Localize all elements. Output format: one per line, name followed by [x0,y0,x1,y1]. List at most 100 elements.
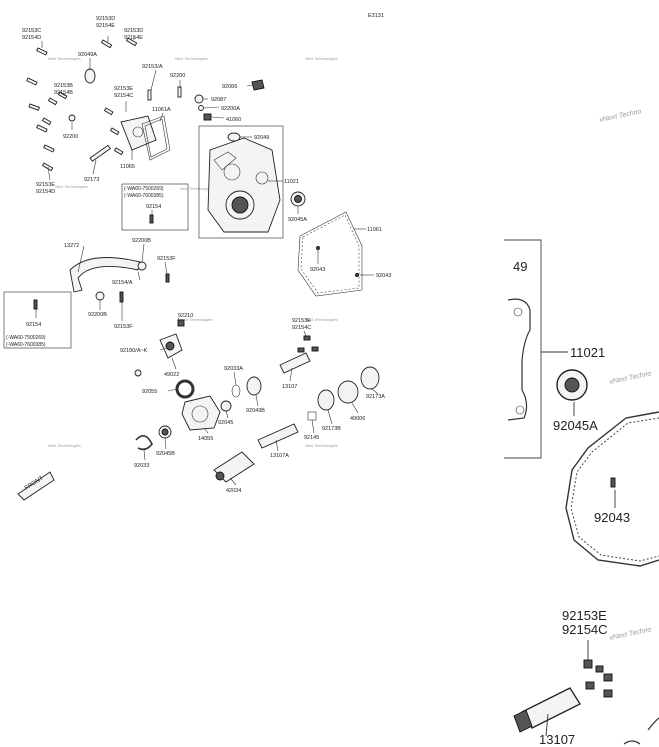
gasket-11061a [141,115,171,161]
plate-hole [132,126,144,138]
plate-11065 [120,115,157,151]
watermark-text: Next Technologies [180,317,213,322]
part-label: 92154D [22,35,41,41]
gasket-inner [144,118,168,158]
watermark-text: Next Technologies [48,443,81,448]
part-label: 11021 [284,179,299,185]
part-label: 13272 [64,243,79,249]
zoom-label: 92043 [594,510,630,525]
part-label: 92153D [96,16,115,22]
part-label: (-WA60-7500269) [6,335,46,341]
part-label: 92173B [322,426,341,432]
part-label: 92049 [254,135,269,141]
leader-lines [35,36,379,486]
diagram-code: E3131 [368,13,384,19]
watermark-text: Next Technologies [305,56,338,61]
upper-fittings [194,79,265,121]
watermark-text: Next Technologies [48,56,81,61]
part-label: 92153B [54,83,73,89]
part-label: 92033A [224,366,243,372]
zoom-label: 92154C [562,622,608,637]
part-label: 92049B [246,408,265,414]
part-label: (-WA60-7500269) [124,186,164,192]
watermark-text: Next Technologies [55,184,88,189]
part-label: 92153D [124,28,143,34]
watermark-text: Next Technologies [175,56,208,61]
part-label: 92045B [156,451,175,457]
zoom-label: 11021 [570,345,605,360]
part-label: 92173A [366,394,385,400]
part-label: 92154E [124,35,143,41]
part-label: 92153E [114,86,133,92]
part-label: 13107A [270,453,289,459]
pin-92043 [316,246,320,250]
bolt-part [26,37,182,172]
part-label: 11061A [152,107,171,113]
small-bolts-group [26,37,182,172]
plug-92087 [194,94,204,104]
cover-box [198,125,284,239]
washer [68,114,76,122]
part-label: 92153F [157,256,176,262]
watermark-text: Next Technologies [305,317,338,322]
zoom-label: 13107 [539,732,575,747]
part-label: 92210 [178,313,193,319]
part-label: 92154C [292,325,311,331]
part-label: 92154 [26,322,41,328]
part-label: 92154E [96,23,115,29]
part-label: 92043 [376,273,391,279]
part-label: 92033 [134,463,149,469]
part-label: 41060 [226,117,241,123]
part-label: 92045 [218,420,233,426]
watermark-zoom: vNext Techno [609,370,652,386]
part-label: 92200A [221,106,240,112]
watermark-zoom: vNext Techno [599,108,642,124]
sensor-41060 [203,113,212,121]
zoom-label: 92153E [562,608,607,623]
part-label: 92153/A [142,64,163,70]
part-label: 92154/A [112,280,133,286]
part-label: 92200B [88,312,107,318]
middle-assembly [134,319,380,483]
front-arrow: FRONT [17,471,55,501]
part-label: 92154D [36,189,55,195]
washer-92200a [198,105,204,111]
part-label: 92066 [222,84,237,90]
variant-box-1 [121,183,189,231]
gasket-11061 [297,211,363,297]
seal-92049a [84,68,96,84]
part-label: 11065 [120,164,135,170]
crankcase-cover-11021 [207,132,281,233]
part-label: 92049A [78,52,97,58]
fitting-92066 [251,79,265,91]
part-label: 92055 [142,389,157,395]
watermark-zoom: vNext Techno [609,626,652,642]
variant-box-2 [3,291,72,349]
bolt-92154 [149,214,154,224]
part-label: 92200 [170,73,185,79]
part-label: 42034 [226,488,241,494]
part-label: 92200 [63,134,78,140]
part-label: 92154 [146,204,161,210]
part-label: 92153E [36,182,55,188]
part-label: 14055 [198,436,213,442]
part-label: 49022 [164,372,179,378]
zoom-label: 92045A [553,418,598,433]
zoom-label: 49 [513,259,527,274]
zoom-panel-shaft [513,640,659,745]
part-label: 13107 [282,384,297,390]
gasket-11061-inner [300,214,360,294]
part-label: 92153F [114,324,133,330]
clamp-92173 [89,144,111,162]
bearing-92045a [290,191,306,207]
part-label: 92145 [304,435,319,441]
part-label: 92153C [22,28,41,34]
part-label: 92153E [292,318,311,324]
part-label: 92180/A~K [120,348,148,354]
part-label: (-WA60-7600385) [124,193,164,199]
part-label: 92173 [84,177,99,183]
part-label: (-WA60-7600385) [6,342,46,348]
zoom-labels: 49 11021 92045A 92043 92153E 92154C 1310… [513,259,630,747]
pin-92043 [355,273,359,277]
